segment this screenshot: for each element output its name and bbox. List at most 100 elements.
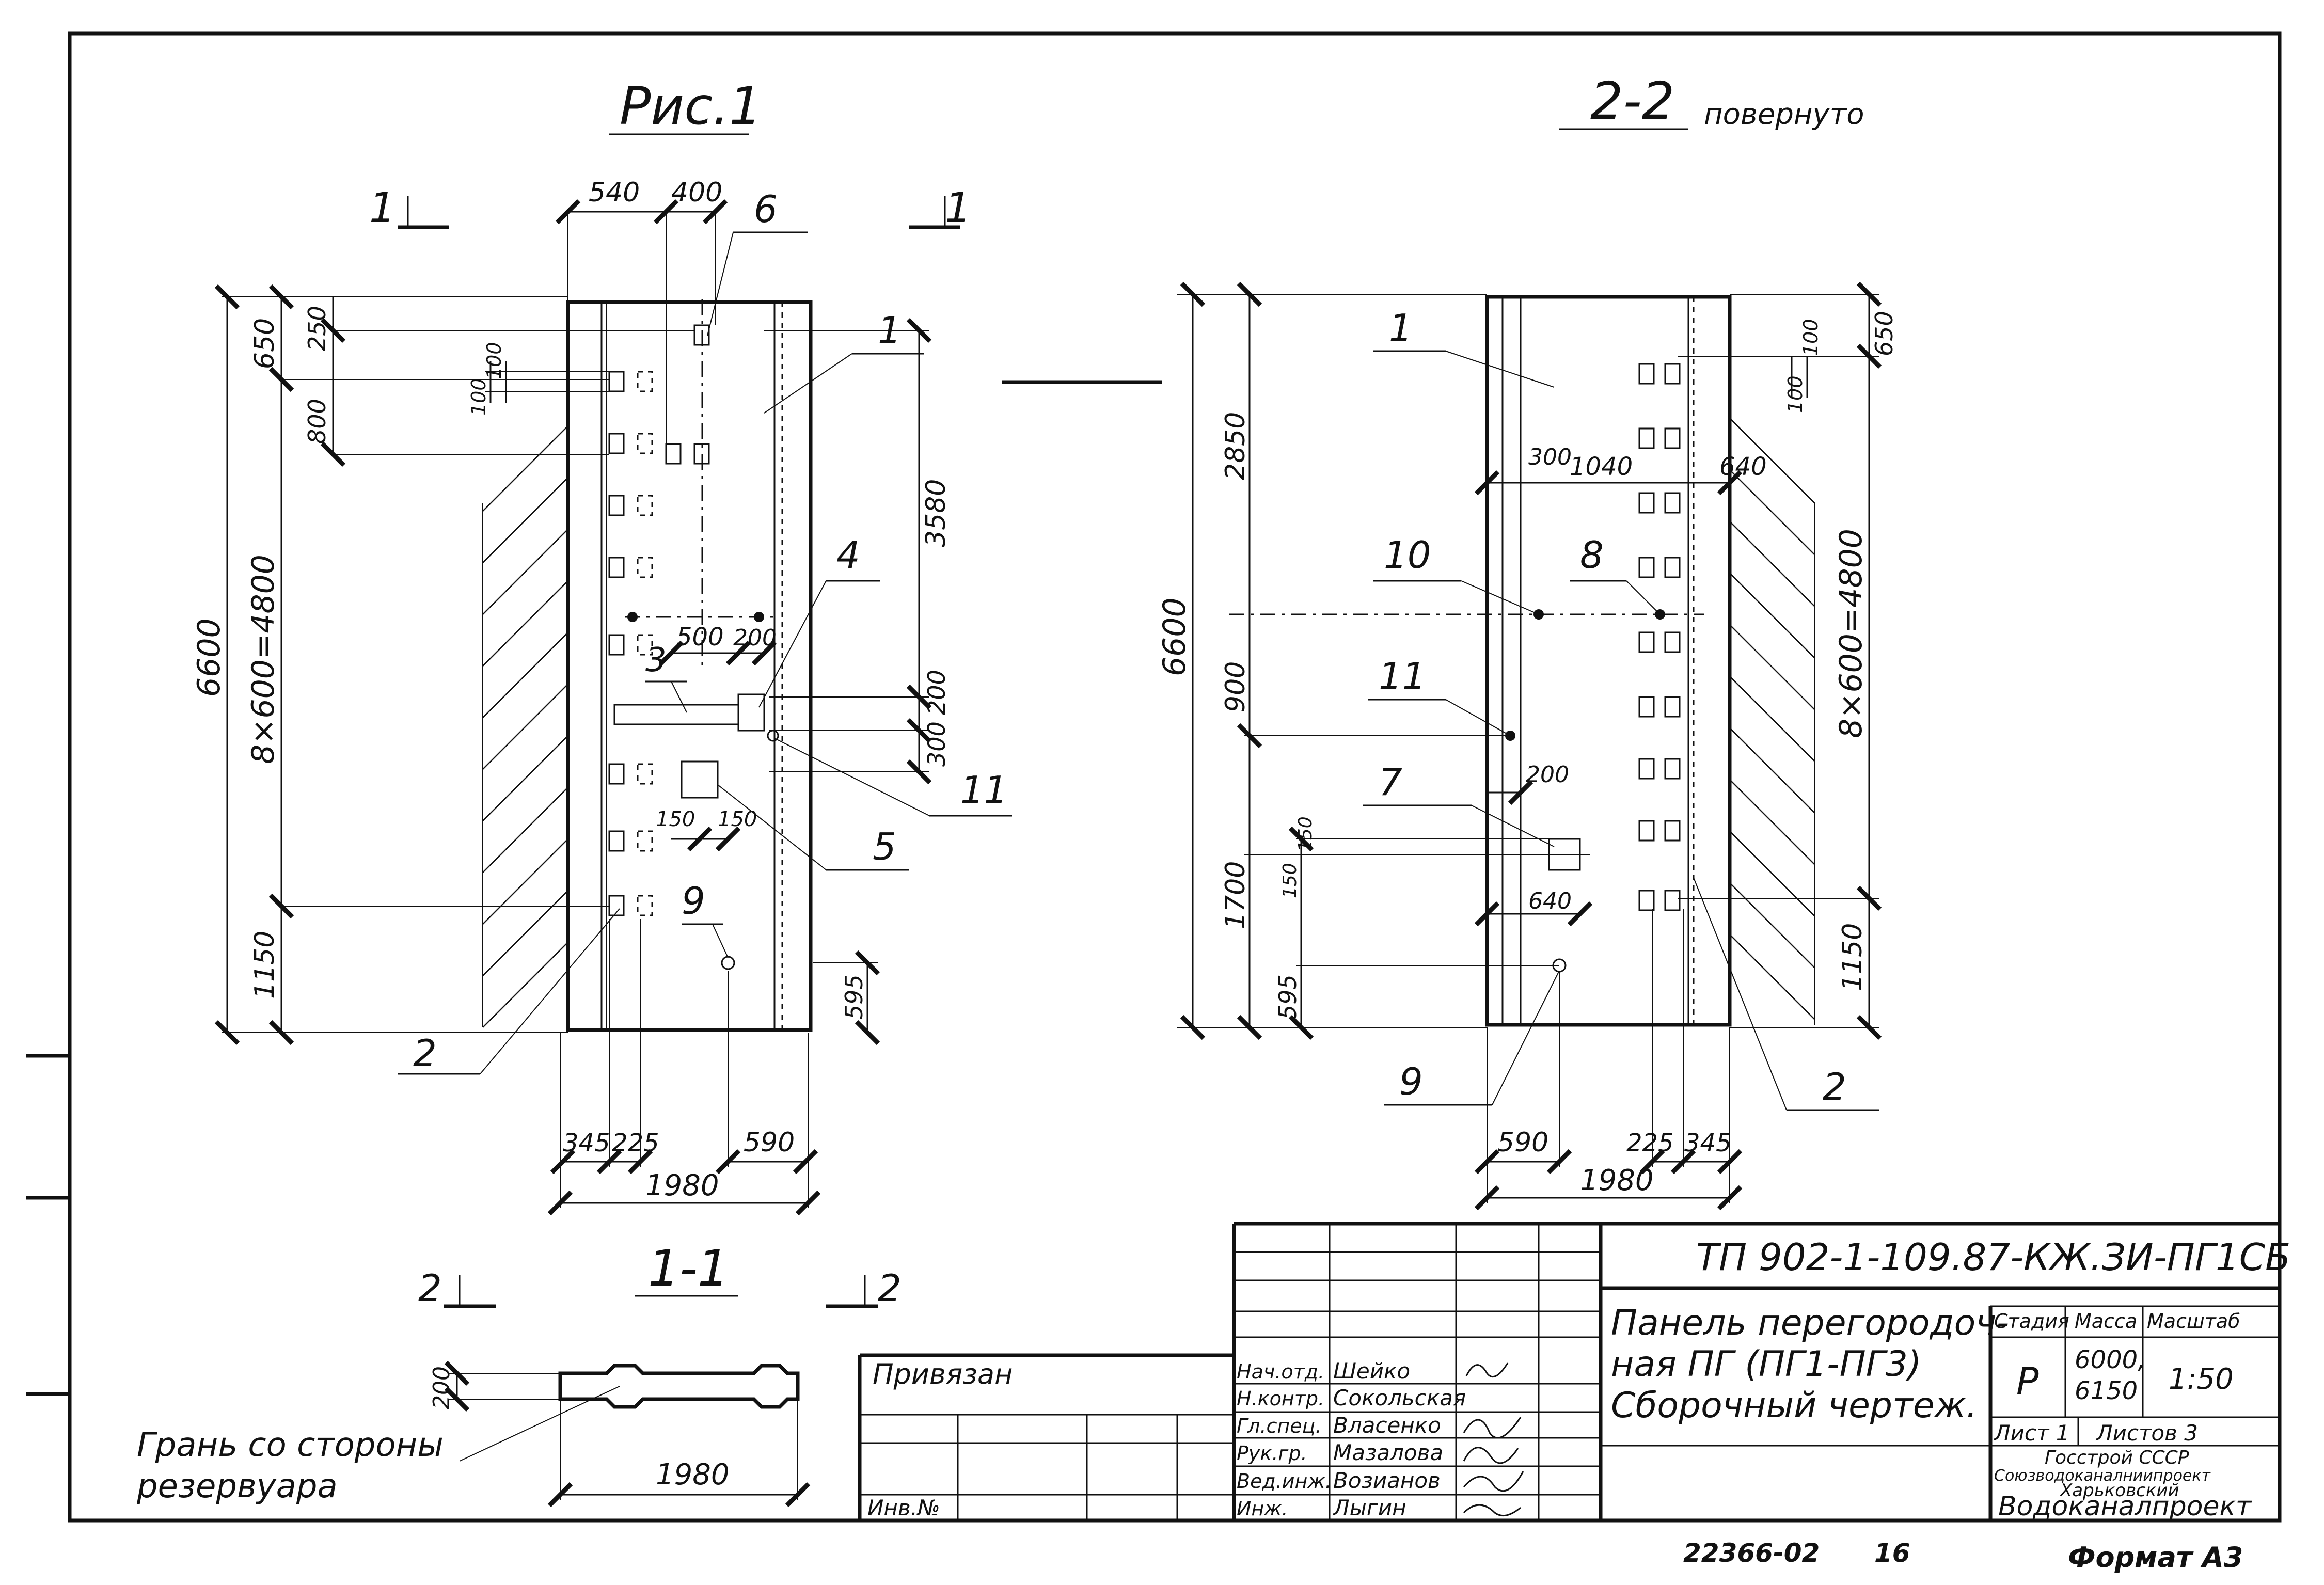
tb-name-5: Лыгин — [1332, 1495, 1406, 1520]
sec22-dim-345: 345 — [1684, 1129, 1732, 1158]
tb-h-mass: Масса — [2075, 1310, 2137, 1333]
section-2-2-view: 2-2 повернуто — [1157, 71, 1898, 1211]
sec22-dimensions-left: 6600 2850 900 1700 595 150 150 — [1157, 281, 1590, 1040]
section-1-1-view: 1-1 2 2 200 1980 Грань со стороны резерв… — [136, 1240, 902, 1508]
fig1-dimensions-inner: 500 200 150 150 — [656, 623, 777, 852]
sec22-dim-590: 590 — [1497, 1127, 1548, 1158]
fig1-callout-4: 4 — [836, 533, 860, 577]
sec22-callout-10: 10 — [1384, 533, 1431, 577]
tb-role-0: Нач.отд. — [1237, 1360, 1324, 1383]
sec22-dimensions-bottom: 590 225 345 1980 — [1474, 909, 1743, 1211]
sec22-dim-150b: 150 — [1279, 863, 1301, 898]
tb-name-line3: Сборочный чертеж. — [1611, 1385, 1977, 1426]
tb-role-1: Н.контр. — [1237, 1387, 1324, 1410]
fig1-callout-9: 9 — [682, 879, 705, 923]
tb-h-stage: Стадия — [1994, 1310, 2069, 1333]
tb-mass1: 6000, — [2075, 1345, 2145, 1374]
tb-org3: Харьковский — [2059, 1480, 2179, 1501]
title-block: Привязан Инв.№ Нач.отд. Н.контр. Гл.спец… — [858, 1222, 2290, 1522]
sheet-frame — [26, 31, 2282, 1523]
tb-name-0: Шейко — [1333, 1358, 1410, 1384]
fig1-dim-100b: 100 — [483, 342, 505, 379]
sec22-callout-1: 1 — [1389, 306, 1413, 350]
sec22-dimensions-right: 650 100 100 8×600=4800 1150 — [1678, 281, 1898, 1040]
tb-name-line1: Панель перегородоч- — [1611, 1303, 2009, 1343]
sec22-hatch — [1729, 418, 1815, 1025]
fig1-dim-595: 595 — [840, 974, 868, 1020]
fig1-callouts: 6 1 4 3 11 5 9 2 — [398, 187, 1012, 1075]
tb-role-5: Инж. — [1237, 1497, 1288, 1520]
sec22-note: повернуто — [1704, 98, 1864, 131]
sec22-dim-1150: 1150 — [1837, 923, 1868, 991]
fig1-dim-100a: 100 — [467, 378, 490, 416]
sec22-title: 2-2 — [1590, 71, 1674, 131]
sec22-dim-100a: 100 — [1799, 319, 1822, 356]
tb-role-3: Рук.гр. — [1237, 1442, 1307, 1465]
tb-org4: Водоканалпроект — [1998, 1491, 2252, 1522]
sec22-callout-7: 7 — [1379, 760, 1402, 804]
fig1-dim-200: 200 — [923, 670, 951, 715]
sec22-callouts: 1 10 8 11 7 9 2 — [1363, 306, 1879, 1111]
tb-code: ТП 902-1-109.87-КЖ.ЗИ-ПГ1СБ — [1696, 1235, 2290, 1279]
fig1-hatch — [482, 425, 568, 1028]
sec11-mark-right: 2 — [878, 1266, 902, 1310]
footer-doc-number: 22366-02 — [1683, 1538, 1820, 1568]
sec22-dim-8x600: 8×600=4800 — [1833, 529, 1869, 738]
fig1-section-mark-left: 1 — [369, 184, 396, 232]
tb-sheet: Лист 1 — [1993, 1420, 2070, 1446]
fig1-callout-6: 6 — [754, 187, 778, 231]
fig1-dim-225: 225 — [612, 1129, 659, 1158]
tb-role-2: Гл.спец. — [1237, 1415, 1322, 1437]
sec22-dim-1980: 1980 — [1580, 1164, 1654, 1197]
fig1-callout-2: 2 — [413, 1032, 437, 1075]
tb-scale: 1:50 — [2169, 1362, 2234, 1396]
sheet-footer: 22366-02 16 Формат А3 — [1683, 1538, 2243, 1574]
fig1-view: Рис.1 1 1 — [191, 76, 1012, 1216]
fig1-dim-150a: 150 — [656, 807, 695, 831]
fig1-dim-250: 250 — [303, 306, 331, 351]
fig1-embedded-parts — [608, 299, 779, 970]
sec11-title: 1-1 — [648, 1240, 729, 1297]
sec22-dimensions-inner: 300 1040 640 200 640 — [1474, 444, 1767, 927]
tb-sheets: Листов 3 — [2095, 1420, 2198, 1446]
fig1-section-mark-right: 1 — [945, 184, 971, 232]
sec22-dim-640a: 640 — [1719, 452, 1767, 481]
tb-name-2: Власенко — [1333, 1413, 1441, 1438]
sec22-dim-200: 200 — [1526, 762, 1569, 788]
fig1-callout-1: 1 — [878, 309, 902, 352]
sec11-mark-left: 2 — [418, 1266, 442, 1310]
fig1-dim-540: 540 — [589, 177, 640, 208]
fig1-dimensions-bottom: 345 225 590 1980 — [547, 919, 821, 1216]
sec22-callout-9: 9 — [1399, 1060, 1423, 1103]
sec22-dim-6600: 6600 — [1157, 597, 1193, 676]
sec22-dim-650: 650 — [1870, 311, 1898, 356]
fig1-callout-11: 11 — [960, 768, 1008, 812]
tb-mass2: 6150 — [2075, 1376, 2138, 1405]
sec22-dim-100b: 100 — [1784, 375, 1807, 413]
sec22-callout-8: 8 — [1580, 533, 1604, 577]
tb-org2: Союзводоканалниипроект — [1994, 1467, 2211, 1485]
fig1-dim-345: 345 — [563, 1129, 610, 1158]
fig1-dim-800: 800 — [303, 399, 331, 444]
fig1-dim-150b: 150 — [718, 807, 757, 831]
sec11-profile — [558, 1364, 800, 1409]
tb-name-3: Мазалова — [1333, 1440, 1443, 1465]
sec22-dim-150a: 150 — [1295, 816, 1316, 852]
tb-org1: Госстрой СССР — [2045, 1447, 2189, 1468]
fig1-title: Рис.1 — [620, 76, 762, 136]
sec22-callout-11: 11 — [1379, 655, 1426, 698]
fig1-dim-650: 650 — [249, 318, 280, 369]
tb-stage: Р — [2016, 1359, 2039, 1403]
fig1-dim-1980: 1980 — [645, 1169, 719, 1202]
tb-role-4: Вед.инж. — [1237, 1470, 1332, 1493]
fig1-dimensions-left: 650 250 100 100 800 6600 8×600=4800 1150 — [191, 284, 694, 1045]
fig1-dim-500: 500 — [676, 623, 724, 652]
sec11-dim-200: 200 — [429, 1366, 455, 1409]
fig1-dim-590: 590 — [744, 1127, 795, 1158]
footer-page: 16 — [1874, 1538, 1910, 1568]
sec11-note-line1: Грань со стороны — [137, 1426, 444, 1464]
sec22-dim-225: 225 — [1626, 1129, 1674, 1158]
sec11-dim-1980: 1980 — [656, 1458, 730, 1492]
fig1-callout-3: 3 — [645, 641, 667, 679]
